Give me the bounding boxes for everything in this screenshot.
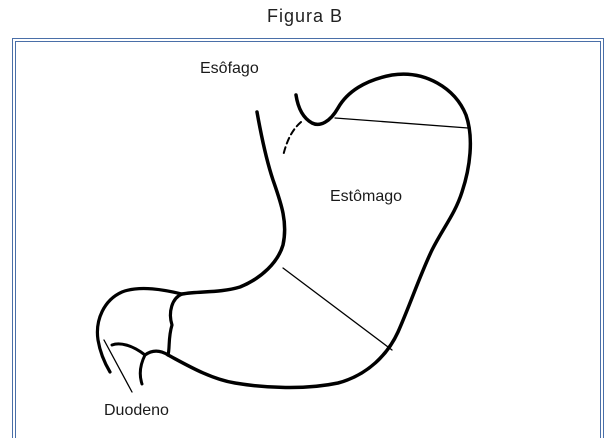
esophagus-right-wall	[168, 74, 470, 387]
duodenum-lower-outline	[140, 355, 145, 384]
fundus-divider-line	[335, 118, 468, 128]
label-estomago: Estômago	[330, 188, 402, 206]
duodenum-inner-curve	[112, 344, 145, 355]
antrum-divider-line	[283, 268, 392, 350]
pylorus-lower-outline	[145, 294, 182, 355]
label-duodeno: Duodeno	[104, 402, 169, 420]
label-esofago: Esôfago	[200, 60, 259, 78]
esophagus-left-wall	[182, 112, 285, 294]
cardia-dashed-line	[283, 122, 301, 156]
stomach-diagram	[0, 0, 610, 427]
